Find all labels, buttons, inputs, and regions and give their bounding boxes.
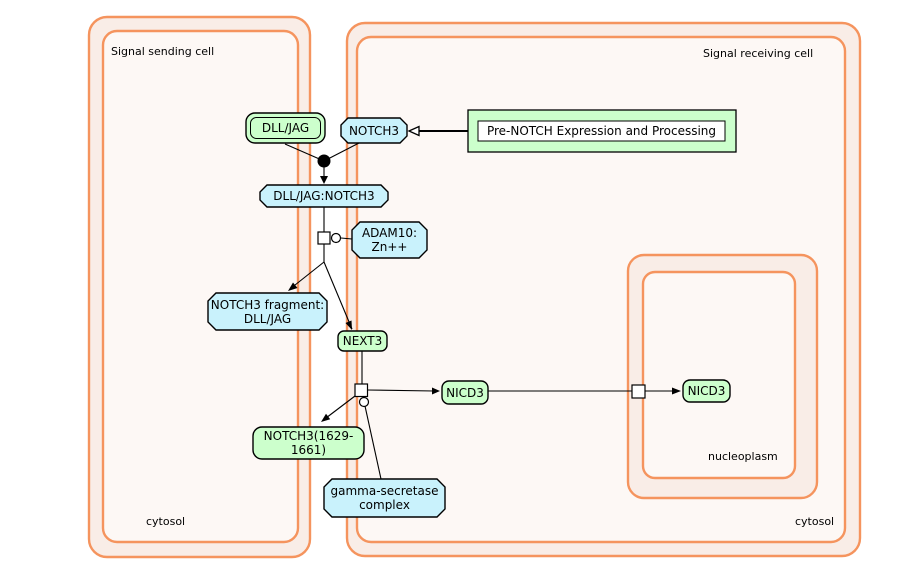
edge-to-next3 [323, 261, 353, 330]
node-notch3-fragment-dll-jag[interactable] [207, 292, 328, 331]
reaction-node-gamma-cleavage[interactable] [354, 383, 369, 398]
node-dll-jag-notch3[interactable] [259, 184, 389, 208]
edge-notch3-to-association [323, 142, 360, 162]
arrowhead-to-nicd3-nucleoplasm [672, 387, 681, 395]
node-nicd3-cytosol[interactable] [441, 380, 489, 405]
reaction-node-nicd3-transport[interactable] [631, 384, 646, 399]
catalyst-port-adam10[interactable] [330, 232, 342, 244]
edge-adam10-catalysis [340, 237, 353, 240]
node-notch3[interactable] [340, 117, 408, 144]
reaction-node-adam10-cleavage[interactable] [317, 231, 331, 245]
arrowhead-to-next3 [345, 320, 352, 330]
association-node-binding[interactable] [317, 154, 331, 168]
edge-dlljag-to-association [284, 143, 325, 162]
node-dll-jag-inner-border [250, 117, 321, 139]
edge-to-notch3-1629-1661 [325, 395, 356, 419]
arrowhead-to-notch3-1629-1661 [321, 413, 331, 422]
node-next3[interactable] [337, 330, 388, 352]
edge-to-nicd3-cytosol [366, 389, 435, 392]
arrowhead-to-notch3-fragment [288, 282, 298, 291]
edge-to-notch3-fragment [289, 261, 325, 290]
edge-gamma-secretase-catalysis [364, 405, 382, 480]
compartment-sending-cell-cytosol [101, 29, 300, 544]
node-adam10-zn[interactable] [351, 221, 428, 259]
arrowhead-to-dlljag-notch3 [320, 176, 328, 184]
compartment-nucleoplasm-inner [641, 270, 797, 480]
arrowhead-to-nicd3-cytosol [432, 387, 440, 395]
node-pre-notch-pathway-inner [477, 120, 726, 142]
node-gamma-secretase-complex[interactable] [323, 478, 446, 518]
node-dll-jag[interactable] [245, 112, 326, 144]
catalyst-port-gamma-secretase[interactable] [358, 396, 370, 408]
node-notch3-1629-1661[interactable] [252, 426, 365, 460]
arrowhead-open-to-notch3 [407, 125, 420, 137]
node-nicd3-nucleoplasm[interactable] [682, 379, 731, 403]
